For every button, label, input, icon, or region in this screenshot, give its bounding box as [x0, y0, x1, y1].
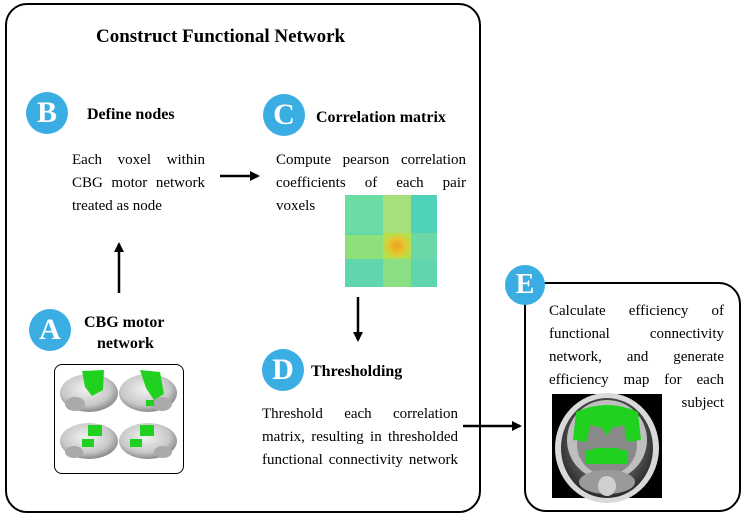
cbg-motor-heading-1: CBG motor — [84, 314, 165, 331]
define-nodes-text: Each voxel within CBG motor network trea… — [72, 149, 205, 218]
define-nodes-line: treated as node — [72, 198, 162, 214]
badge-c: C — [263, 94, 305, 136]
thresholding-heading: Thresholding — [311, 363, 403, 380]
efficiency-line: Calculate efficiency of — [549, 303, 724, 319]
badge-e: E — [505, 265, 545, 305]
main-title: Construct Functional Network — [96, 26, 346, 47]
correlation-matrix-text: Compute pearson correlation coefficients… — [276, 149, 466, 218]
badge-b: B — [26, 92, 68, 134]
define-nodes-heading: Define nodes — [87, 106, 175, 123]
cbg-motor-heading-2: network — [97, 335, 154, 352]
efficiency-line: subject — [681, 395, 725, 411]
correlation-matrix-line: voxels — [276, 198, 316, 214]
efficiency-line: network, and generate — [549, 349, 724, 365]
badge-a: A — [29, 309, 71, 351]
thresholding-line: functional connectivity network — [262, 452, 458, 468]
correlation-matrix-heading: Correlation matrix — [316, 109, 446, 126]
brain-surface-icon — [54, 364, 184, 474]
efficiency-text: Calculate efficiency of functional conne… — [549, 300, 724, 415]
thresholding-line: Threshold each correlation — [262, 406, 458, 422]
define-nodes-line: CBG motor network — [72, 175, 205, 191]
correlation-matrix-line: coefficients of each pair — [276, 175, 466, 191]
badge-d: D — [262, 349, 304, 391]
thresholding-line: matrix, resulting in thresholded — [262, 429, 458, 445]
efficiency-line: functional connectivity — [549, 326, 724, 342]
correlation-matrix-line: Compute pearson correlation — [276, 152, 466, 168]
efficiency-line: efficiency map for each — [549, 372, 724, 388]
define-nodes-line: Each voxel within — [72, 152, 205, 168]
thresholding-text: Threshold each correlation matrix, resul… — [262, 403, 458, 472]
